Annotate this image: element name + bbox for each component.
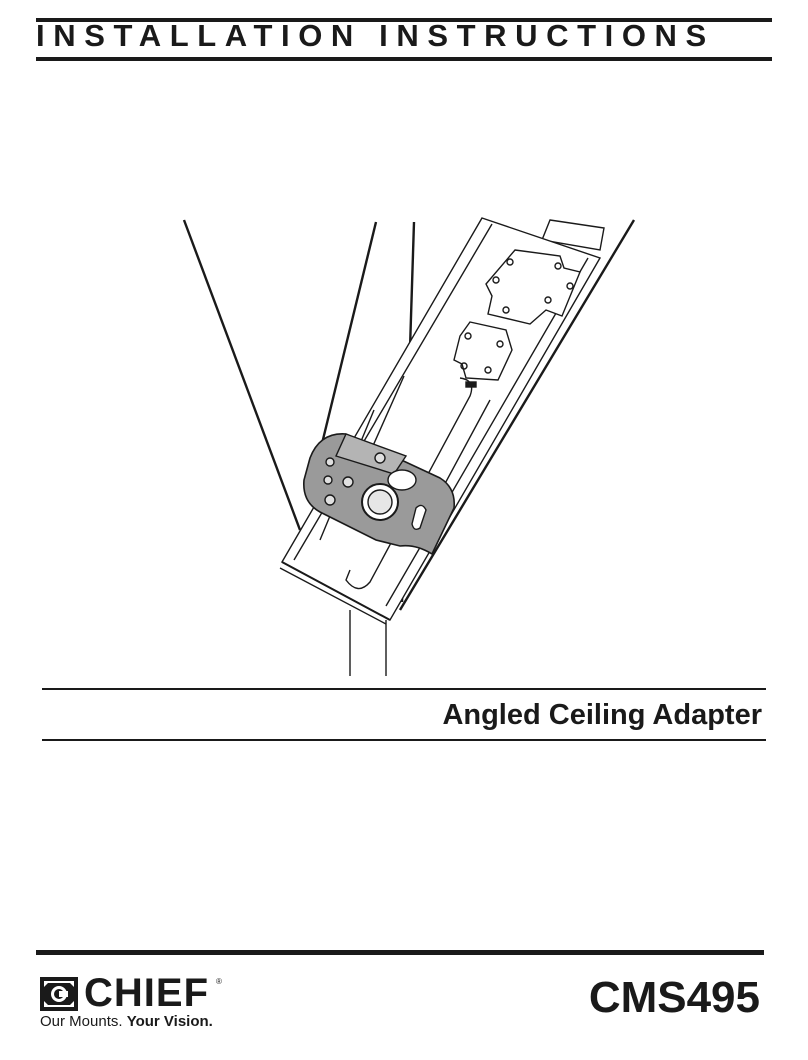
- bracket-bolt-5: [324, 494, 336, 506]
- title-rule-top: [42, 688, 766, 690]
- plate-bottom-lip-2: [279, 567, 387, 625]
- bracket-bolt-2: [323, 475, 333, 485]
- bracket-bolt-1: [325, 457, 335, 467]
- chief-logo-icon: [40, 977, 78, 1011]
- product-name: Angled Ceiling Adapter: [442, 699, 762, 731]
- footer-rule: [36, 950, 764, 955]
- bracket-slot-right: [411, 504, 427, 531]
- support-line-left: [182, 219, 302, 531]
- mounting-pattern-lower: [453, 321, 513, 381]
- brand-tagline: Our Mounts. Your Vision.: [40, 1013, 213, 1030]
- plate-bottom-lip: [281, 561, 391, 621]
- brand-name: CHIEF: [84, 971, 209, 1015]
- support-line-mid: [316, 221, 378, 461]
- center-slot: [345, 377, 473, 590]
- bracket-bolt-4: [342, 476, 354, 488]
- angled-ceiling-adapter-illustration: [182, 217, 636, 676]
- model-number: CMS495: [588, 973, 760, 1022]
- tagline-bold: Your Vision.: [126, 1013, 213, 1030]
- header-rule-bottom: [36, 57, 772, 61]
- support-line-right: [398, 219, 636, 611]
- title-rule-bottom: [42, 739, 766, 741]
- registered-mark: ®: [216, 977, 222, 986]
- tagline-plain: Our Mounts.: [40, 1013, 123, 1030]
- bracket-side-hole: [387, 469, 417, 491]
- header-rule-top: [36, 18, 772, 22]
- document-title: INSTALLATION INSTRUCTIONS: [36, 18, 715, 53]
- bracket-bolt-3: [374, 452, 386, 464]
- upper-column: [541, 219, 605, 251]
- chief-logo: CHIEF ® Our Mounts. Your Vision.: [40, 971, 230, 1035]
